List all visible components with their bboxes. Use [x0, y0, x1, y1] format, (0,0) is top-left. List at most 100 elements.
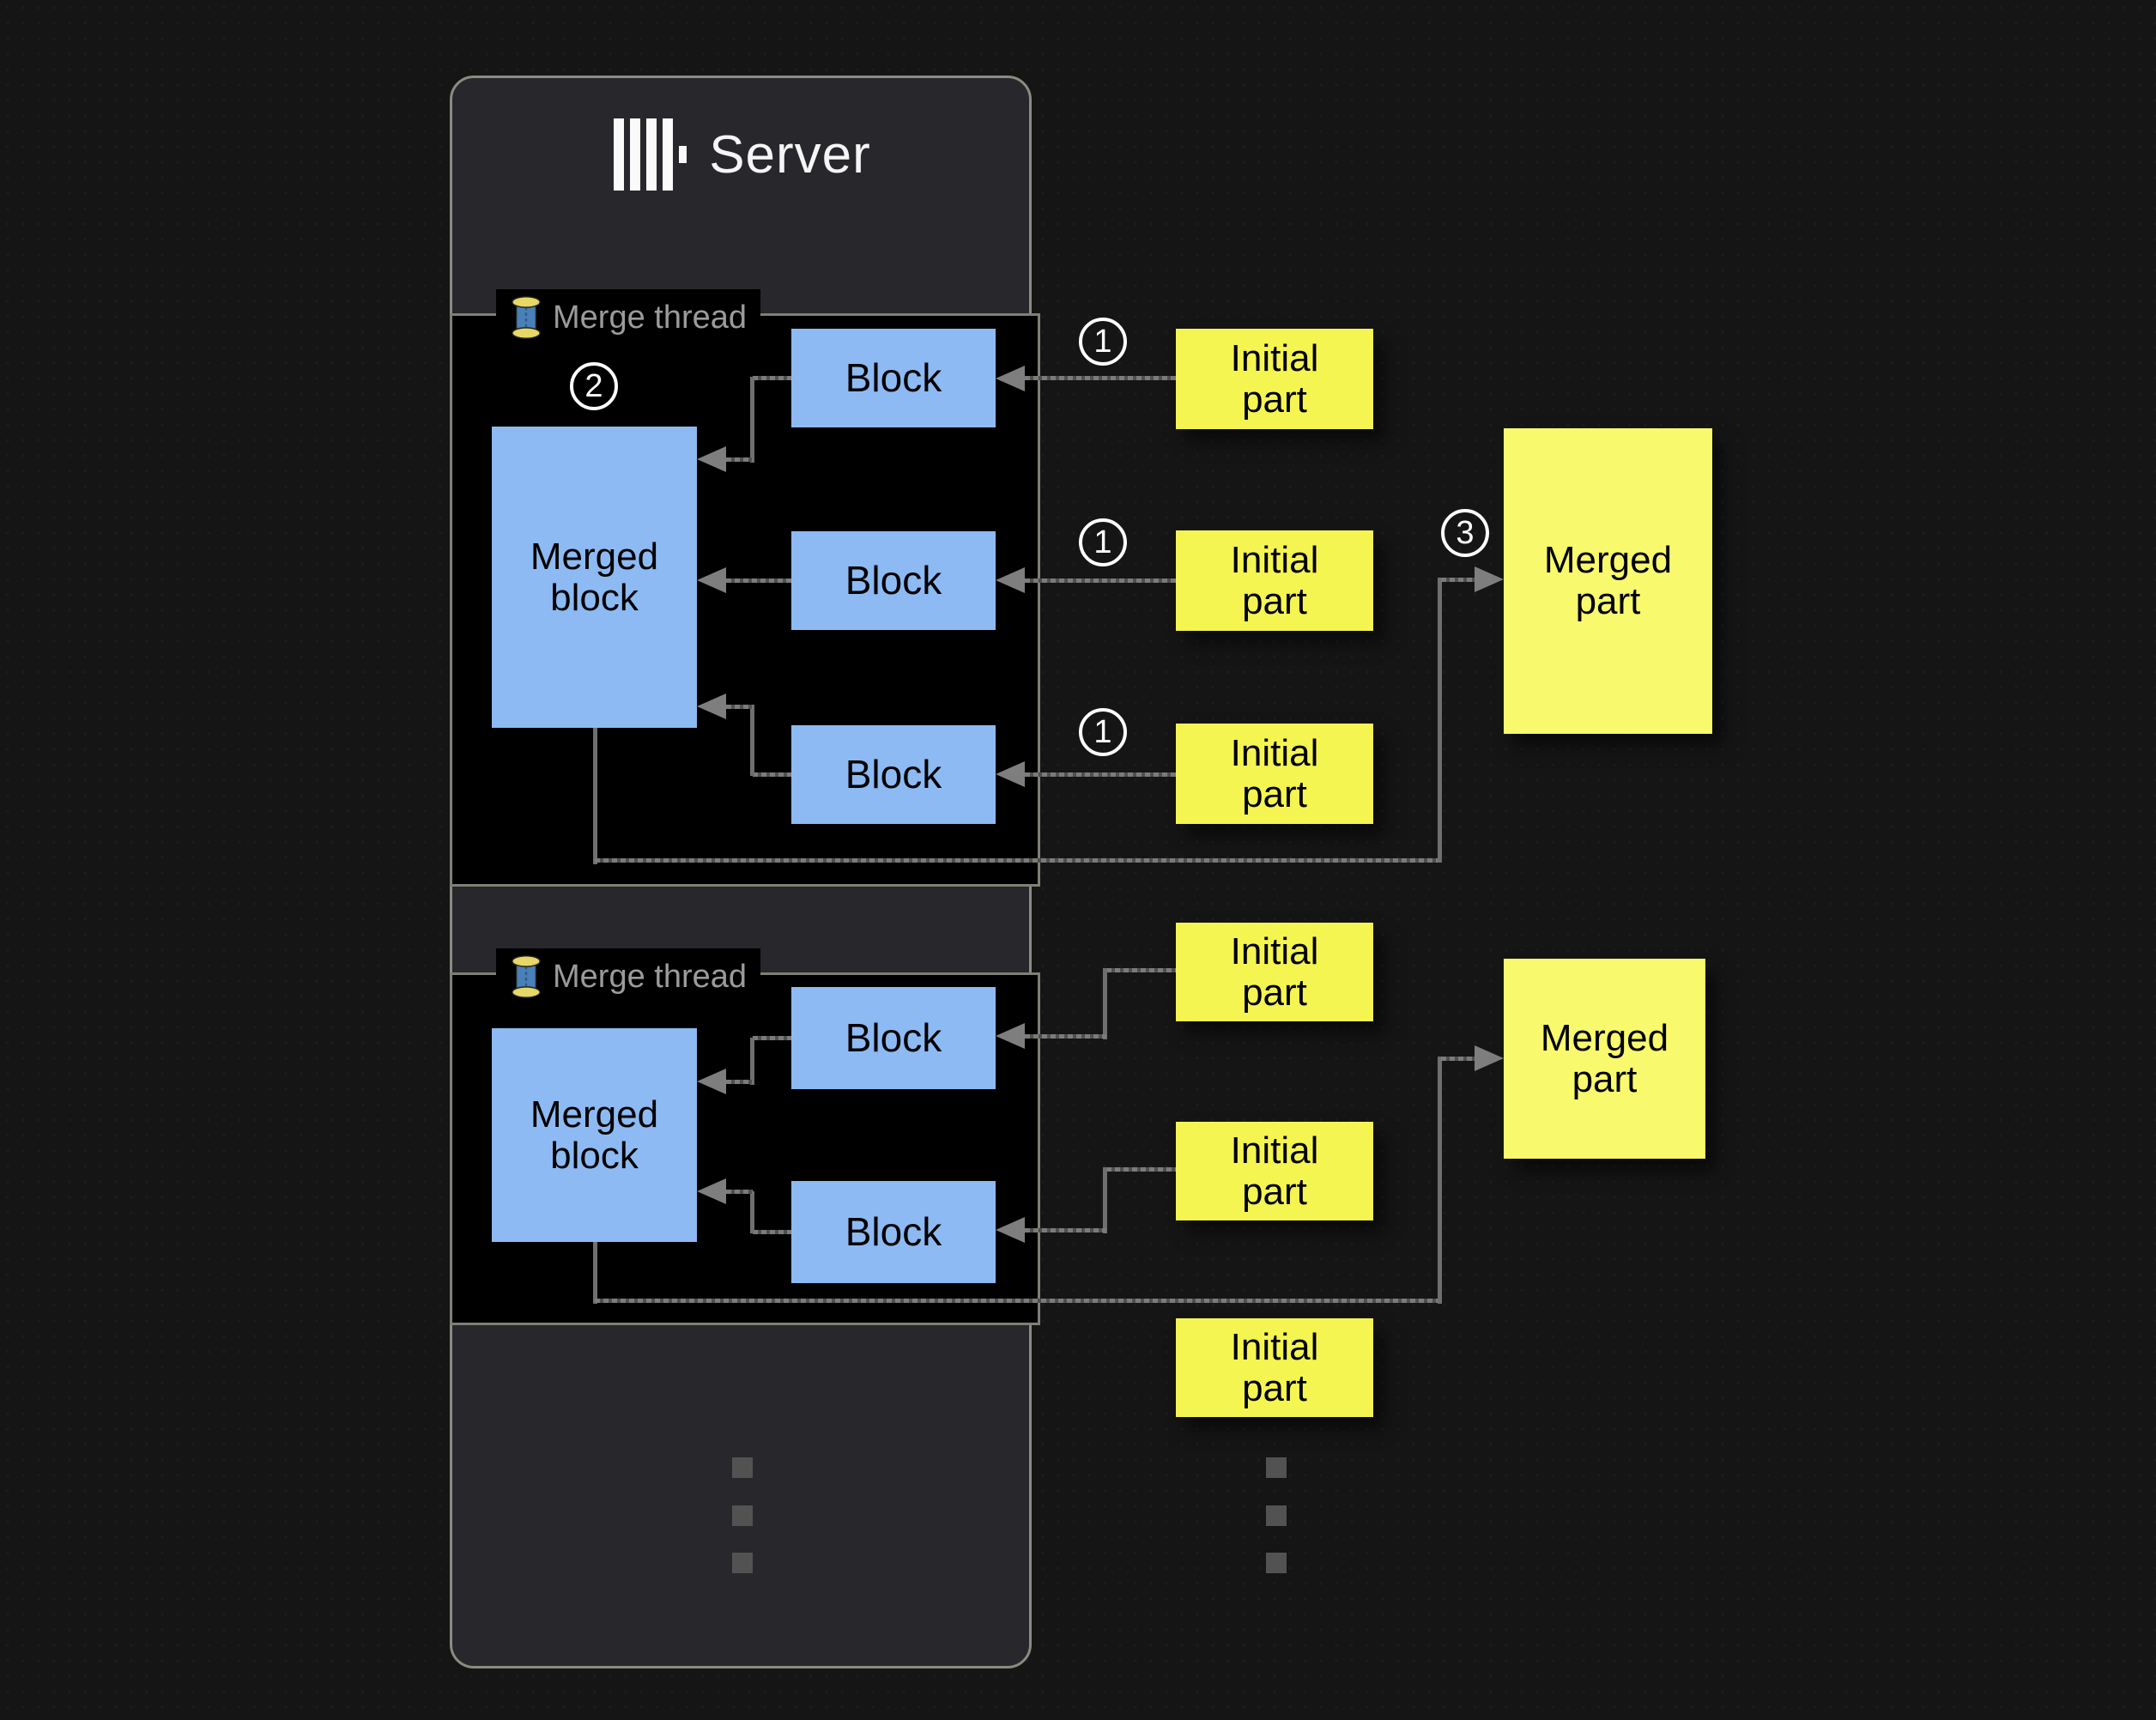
merged-block-label: Merged block [530, 1093, 659, 1177]
connector-block5-elbow-b [750, 1191, 754, 1233]
initial-part-label: Initial part [1230, 538, 1319, 622]
step-badge-2: 2 [570, 362, 618, 410]
block-node-4: Block [791, 987, 996, 1089]
connector-output2-entry [1441, 1057, 1476, 1061]
ellipsis-dot-left-2 [732, 1505, 753, 1526]
connector-block1-elbow-b [750, 377, 754, 463]
connector-block3-elbow-a [753, 772, 791, 777]
block-node-3: Block [791, 725, 996, 824]
initial-part-node-6: Initial part [1176, 1318, 1373, 1417]
connector-initial2-block2 [1025, 578, 1176, 583]
block-label: Block [845, 557, 942, 603]
connector-output2-run [595, 1299, 1441, 1303]
connector-initial4-elbow-c [1025, 1034, 1106, 1039]
logo-bar [646, 118, 657, 191]
arrowhead-into-mergedpart2 [1475, 1045, 1504, 1071]
connector-initial5-elbow-b [1103, 1167, 1107, 1233]
merged-part-label: Merged part [1543, 539, 1673, 622]
block-label: Block [845, 354, 942, 400]
arrowhead-into-block5 [996, 1217, 1025, 1243]
connector-initial3-block3 [1025, 772, 1176, 777]
arrowhead-into-mergedblock1-a [697, 446, 726, 472]
connector-initial4-elbow-a [1106, 968, 1176, 972]
connector-block3-elbow-c [726, 705, 753, 709]
merge-thread-label: Merge thread [553, 299, 748, 336]
merge-thread-legend-2: Merge thread [496, 948, 761, 1005]
connector-initial1-block1 [1025, 376, 1176, 380]
merged-block-node-2: Merged block [492, 1028, 697, 1242]
arrowhead-into-block1 [996, 366, 1025, 391]
block-node-5: Block [791, 1181, 996, 1283]
initial-part-label: Initial part [1230, 1129, 1319, 1213]
step-badge-3: 3 [1441, 509, 1489, 557]
connector-output2-drop [593, 1242, 597, 1304]
logo-bar [663, 118, 674, 191]
merge-thread-legend-1: Merge thread [496, 289, 761, 346]
block-node-2: Block [791, 531, 996, 630]
merged-part-label: Merged part [1540, 1016, 1669, 1100]
step-badge-number: 1 [1093, 713, 1112, 750]
connector-initial5-elbow-a [1106, 1167, 1176, 1172]
block-label: Block [845, 1014, 942, 1060]
initial-part-node-5: Initial part [1176, 1122, 1373, 1220]
ellipsis-dot-right-2 [1266, 1505, 1287, 1526]
connector-output1-rise [1438, 578, 1442, 863]
step-badge-1c: 1 [1079, 708, 1127, 756]
ellipsis-dot-right-1 [1266, 1457, 1287, 1478]
connector-block4-elbow-c [726, 1080, 753, 1084]
connector-block2-straight [726, 578, 791, 583]
step-badge-1a: 1 [1079, 318, 1127, 366]
merged-part-node-1: Merged part [1504, 428, 1712, 734]
merged-part-node-2: Merged part [1504, 959, 1705, 1159]
logo-bar-short [679, 146, 687, 163]
initial-part-node-3: Initial part [1176, 724, 1373, 824]
connector-output1-run [595, 858, 1441, 863]
logo-bar [630, 118, 641, 191]
initial-part-node-4: Initial part [1176, 923, 1373, 1021]
initial-part-label: Initial part [1230, 731, 1319, 815]
logo-bar [614, 118, 625, 191]
block-node-1: Block [791, 329, 996, 427]
ellipsis-dot-left-1 [732, 1457, 753, 1478]
step-badge-number: 1 [1093, 323, 1112, 360]
arrowhead-into-mergedblock1-b [697, 567, 726, 593]
connector-block5-elbow-c [726, 1190, 753, 1194]
connector-block5-elbow-a [753, 1230, 791, 1234]
arrowhead-into-mergedblock1-c [697, 693, 726, 719]
initial-part-node-1: Initial part [1176, 329, 1373, 429]
connector-block1-elbow-a [753, 376, 791, 380]
step-badge-number: 3 [1456, 514, 1475, 551]
initial-part-label: Initial part [1230, 930, 1319, 1014]
connector-block4-elbow-a [753, 1036, 791, 1040]
server-header: Server [481, 103, 1004, 206]
merge-thread-label: Merge thread [553, 958, 748, 995]
arrowhead-into-mergedblock2-b [697, 1178, 726, 1204]
merged-block-label: Merged block [530, 535, 659, 619]
connector-output1-entry [1441, 578, 1476, 582]
arrowhead-into-mergedblock2-a [697, 1069, 726, 1094]
server-title: Server [709, 124, 871, 185]
connector-block4-elbow-b [750, 1038, 754, 1085]
block-label: Block [845, 1208, 942, 1254]
initial-part-label: Initial part [1230, 1325, 1319, 1409]
ellipsis-dot-left-3 [732, 1553, 753, 1573]
connector-initial4-elbow-b [1103, 968, 1107, 1039]
arrowhead-into-block4 [996, 1023, 1025, 1049]
merged-block-node-1: Merged block [492, 427, 697, 728]
connector-output2-rise [1438, 1057, 1442, 1304]
connector-block1-elbow-c [726, 457, 753, 462]
initial-part-label: Initial part [1230, 336, 1319, 421]
step-badge-number: 1 [1093, 524, 1112, 560]
connector-block3-elbow-b [750, 705, 754, 776]
initial-part-node-2: Initial part [1176, 530, 1373, 631]
block-label: Block [845, 751, 942, 796]
thread-spool-icon [512, 296, 541, 339]
connector-output1-drop [593, 728, 597, 864]
step-badge-1b: 1 [1079, 518, 1127, 566]
step-badge-number: 2 [584, 367, 603, 404]
thread-spool-icon [512, 955, 541, 998]
arrowhead-into-block3 [996, 761, 1025, 787]
clickhouse-logo-icon [614, 118, 687, 191]
arrowhead-into-mergedpart1 [1475, 566, 1504, 592]
